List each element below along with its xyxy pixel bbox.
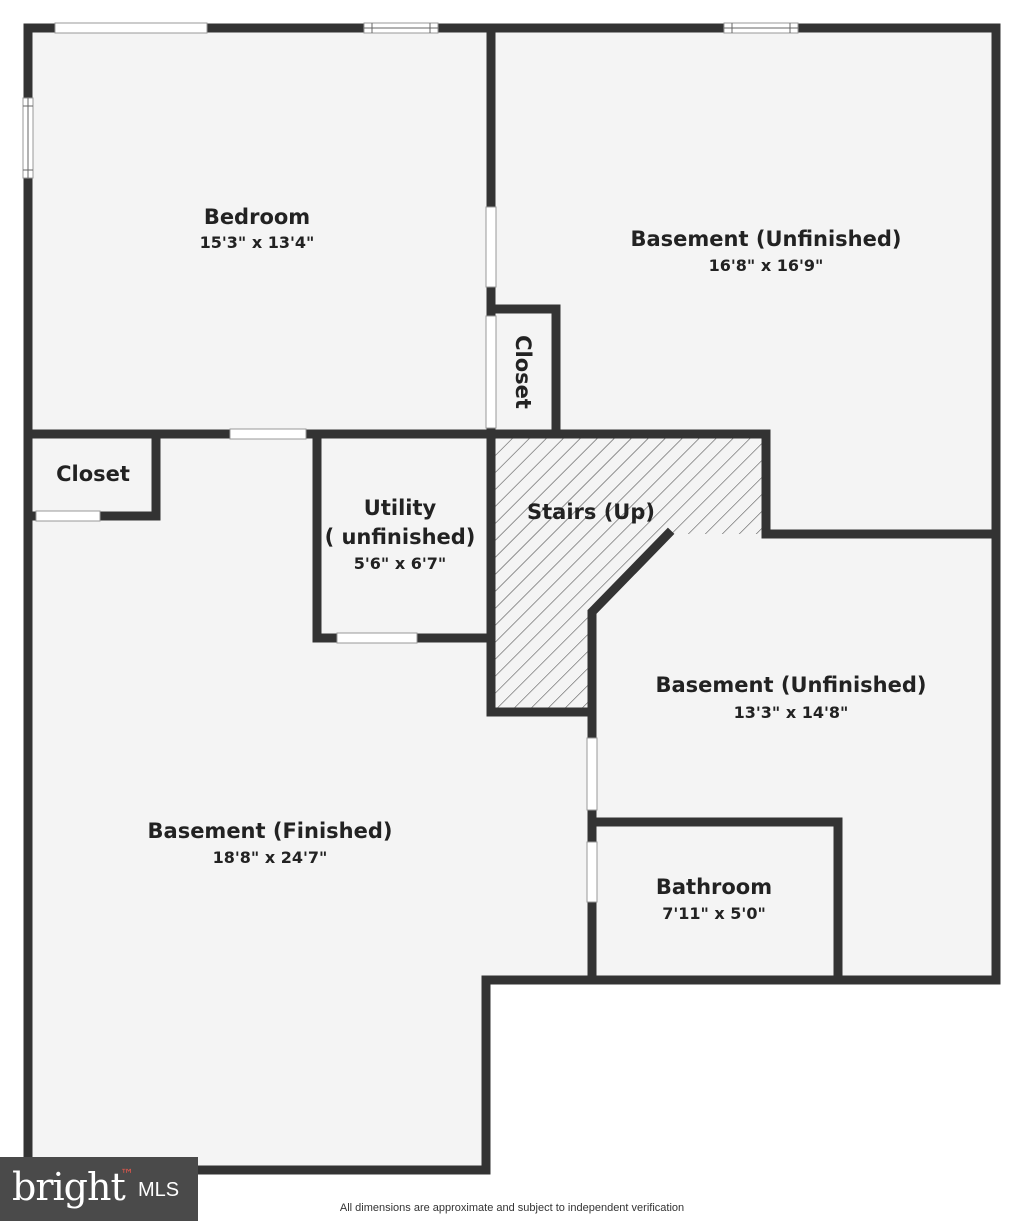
bathroom-name: Bathroom [656, 875, 772, 899]
closet-right-label: Closet [511, 335, 535, 409]
door-bathroom [586, 841, 598, 903]
door-bedroom [229, 428, 307, 440]
bedroom-dims: 15'3" x 13'4" [200, 233, 315, 252]
basement-unfinished-2-name: Basement (Unfinished) [656, 673, 927, 697]
window-mullions [23, 23, 798, 178]
logo-mls-text: MLS [138, 1179, 180, 1201]
door-basement-opening [586, 737, 598, 811]
utility-name-line1: Utility [364, 496, 437, 520]
disclaimer-text: All dimensions are approximate and subje… [339, 1202, 685, 1214]
basement-finished-dims: 18'8" x 24'7" [213, 848, 328, 867]
closet-left-label: Closet [56, 462, 130, 486]
door-closet-left [35, 510, 101, 522]
basement-unfinished-2-dims: 13'3" x 14'8" [734, 703, 849, 722]
utility-dims: 5'6" x 6'7" [354, 554, 446, 573]
basement-unfinished-1-dims: 16'8" x 16'9" [709, 256, 824, 275]
logo-brand-text: bright [12, 1165, 126, 1209]
bright-mls-logo: bright ™ MLS [0, 1157, 198, 1221]
basement-finished-name: Basement (Finished) [148, 819, 393, 843]
stairs-label: Stairs (Up) [527, 500, 655, 524]
door-utility [336, 632, 418, 644]
bathroom-dims: 7'11" x 5'0" [662, 904, 766, 923]
basement-unfinished-1-name: Basement (Unfinished) [631, 227, 902, 251]
door-closet-right [485, 315, 497, 429]
utility-name-line2: ( unfinished) [325, 525, 476, 549]
door-bedroom-basement [485, 206, 497, 288]
window-top-left [54, 22, 208, 34]
bedroom-name: Bedroom [204, 205, 310, 229]
logo-trademark: ™ [120, 1167, 134, 1183]
